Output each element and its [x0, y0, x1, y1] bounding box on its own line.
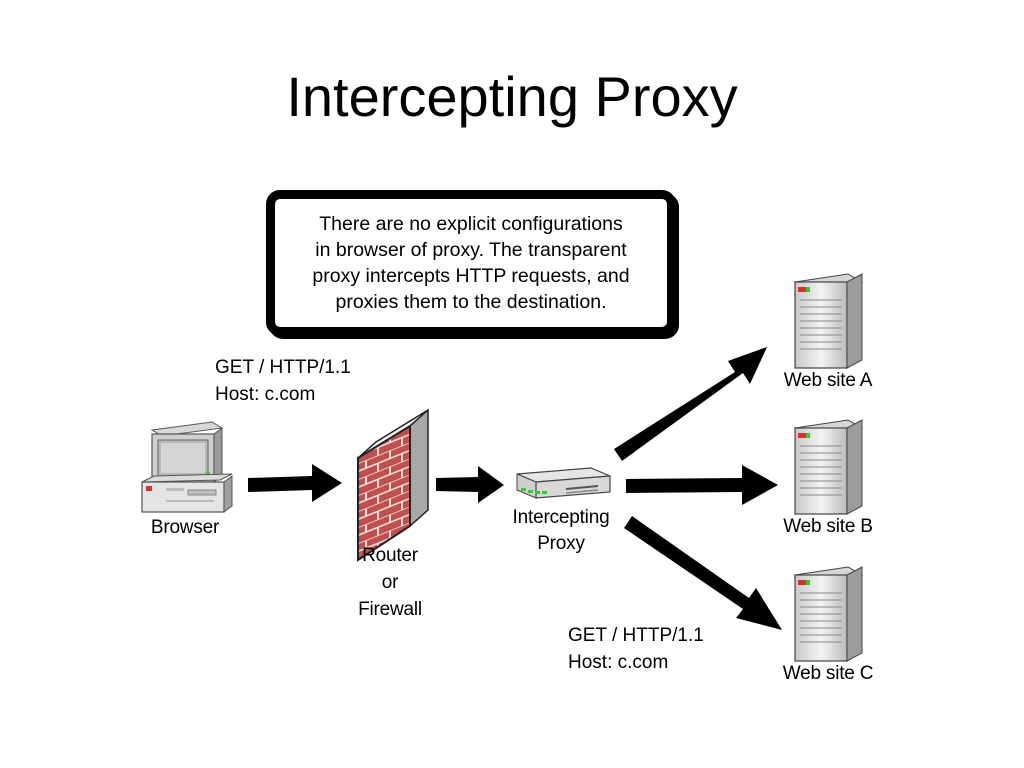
- router-label-line: or: [381, 572, 399, 593]
- page-title: Intercepting Proxy: [286, 65, 738, 128]
- host-line: Host: c.com: [568, 652, 669, 673]
- proxy-label-line: Proxy: [537, 533, 585, 554]
- browser-label: Browser: [150, 517, 220, 538]
- proxy-label-line: Intercepting: [512, 507, 610, 528]
- router-label-line: Firewall: [358, 599, 422, 620]
- server-tower-icon: [793, 566, 864, 662]
- request-line: GET / HTTP/1.1: [215, 357, 351, 378]
- arrow-proxy-to-site-b: [626, 465, 778, 505]
- callout-line: in browser of proxy. The transparent: [315, 239, 627, 261]
- site-c-label: Web site C: [782, 663, 874, 684]
- arrow-router-to-proxy: [436, 466, 504, 503]
- host-line: Host: c.com: [215, 384, 316, 405]
- request-label-top: GET / HTTP/1.1 Host: c.com: [215, 354, 351, 408]
- arrow-browser-to-router: [248, 464, 342, 502]
- site-a-label: Web site A: [783, 370, 873, 391]
- callout-text: There are no explicit configurations in …: [285, 211, 657, 315]
- proxy-label: Intercepting Proxy: [496, 505, 626, 557]
- router-label-line: Router: [362, 545, 418, 566]
- brick-firewall-icon: [357, 408, 429, 562]
- server-tower-icon: [793, 273, 864, 369]
- router-label: Router or Firewall: [340, 542, 440, 623]
- request-label-bottom: GET / HTTP/1.1 Host: c.com: [568, 622, 704, 676]
- desktop-computer-icon: [141, 421, 233, 513]
- server-tower-icon: [793, 419, 864, 515]
- callout-box: There are no explicit configurations in …: [266, 190, 676, 336]
- arrow-proxy-to-site-c: [624, 516, 782, 630]
- callout-line: proxies them to the destination.: [335, 291, 607, 313]
- callout-line: There are no explicit configurations: [319, 213, 623, 235]
- site-b-label: Web site B: [783, 516, 873, 537]
- network-appliance-icon: [516, 467, 611, 499]
- callout-line: proxy intercepts HTTP requests, and: [312, 265, 630, 287]
- request-line: GET / HTTP/1.1: [568, 625, 704, 646]
- arrow-proxy-to-site-a: [614, 347, 767, 461]
